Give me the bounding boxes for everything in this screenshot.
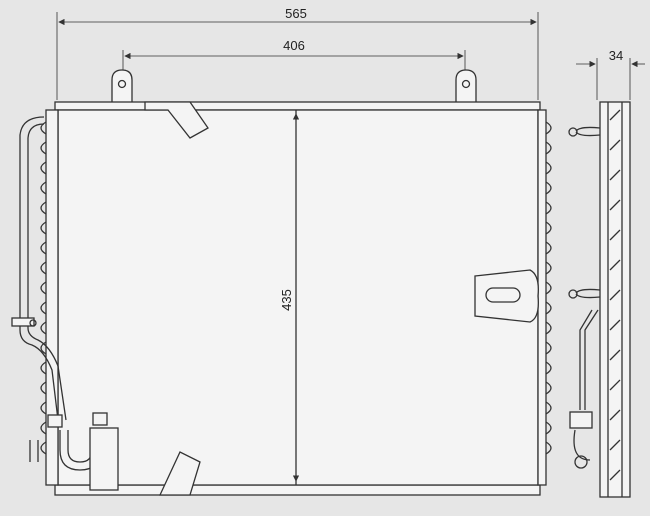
core-height-label: 435 (279, 289, 294, 311)
bottom-rail (54, 484, 541, 496)
right-tube-coils (545, 121, 552, 455)
condenser-core (57, 109, 539, 486)
diagonal-strap-bottom (158, 451, 201, 496)
side-view: 34 (568, 48, 645, 498)
core-height-dimension: 435 (279, 113, 300, 482)
bracket-spacing-dimension: 406 (122, 38, 466, 75)
drier-pipe (11, 116, 67, 421)
mounting-bracket-right (455, 69, 477, 105)
left-header-tank (45, 109, 59, 486)
side-mounting-tab (474, 269, 539, 323)
diagonal-strap-top (144, 101, 209, 139)
left-tube-coils (40, 121, 47, 455)
pipe-clamp (11, 317, 35, 327)
right-header-tank (537, 109, 547, 486)
overall-width-label: 565 (285, 6, 307, 21)
bottom-fittings (29, 412, 119, 491)
top-rail (54, 101, 541, 111)
bracket-spacing-label: 406 (283, 38, 305, 53)
overall-width-dimension: 565 (56, 6, 539, 100)
depth-label: 34 (609, 48, 623, 63)
mounting-bracket-left (111, 69, 133, 105)
